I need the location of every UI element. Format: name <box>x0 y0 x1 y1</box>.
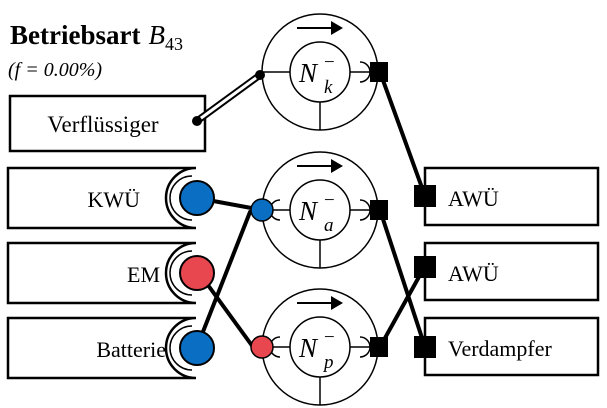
condenser-link-start-dot <box>192 116 202 126</box>
flow-arrow-icon <box>297 21 343 35</box>
motor-port <box>169 250 215 296</box>
node-p-symbol: N <box>298 333 319 363</box>
exchanger-1-box: AWÜ <box>423 166 600 227</box>
node-a-symbol: N <box>298 196 319 226</box>
node-k: N k − <box>261 13 388 131</box>
heat-exchanger-port <box>169 175 215 221</box>
evaporator-label: Verdampfer <box>448 336 553 361</box>
node-k-superscript: − <box>324 52 335 73</box>
node-p-superscript: − <box>324 327 335 348</box>
evaporator-port <box>414 336 436 358</box>
node-p: N p − <box>261 288 388 406</box>
exchanger-1-label: AWÜ <box>448 186 499 211</box>
heat-exchanger-label: KWÜ <box>87 187 140 212</box>
node-a-input-port <box>250 198 274 222</box>
node-k-symbol: N <box>298 58 319 88</box>
battery-port <box>169 325 215 371</box>
battery-label: Batterie <box>96 337 166 362</box>
motor-box: EM <box>6 241 197 305</box>
heat-exchanger-box: KWÜ <box>6 166 197 230</box>
exchanger-1-port <box>414 185 436 207</box>
battery-box: Batterie <box>6 316 197 380</box>
node-p-subscript: p <box>322 352 334 373</box>
node-a-superscript: − <box>324 190 335 211</box>
evaporator-box: Verdampfer <box>423 316 600 377</box>
condenser-label: Verflüssiger <box>47 112 158 137</box>
diagram-subtitle: (f = 0.00%) <box>8 59 102 81</box>
right-wiring <box>378 70 427 349</box>
flow-arrow-icon <box>297 159 343 173</box>
node-k-subscript: k <box>324 77 333 98</box>
node-a-subscript: a <box>324 215 334 236</box>
condenser-box: Verflüssiger <box>8 94 207 153</box>
condenser-link <box>192 70 265 126</box>
motor-label: EM <box>127 262 160 287</box>
condenser-link-end-dot <box>255 70 265 80</box>
exchanger-2-box: AWÜ <box>423 241 600 302</box>
flow-arrow-icon <box>297 296 343 310</box>
exchanger-2-port <box>414 256 436 278</box>
node-p-input-port <box>250 335 274 359</box>
exchanger-2-label: AWÜ <box>448 261 499 286</box>
node-a: N a − <box>261 151 388 269</box>
